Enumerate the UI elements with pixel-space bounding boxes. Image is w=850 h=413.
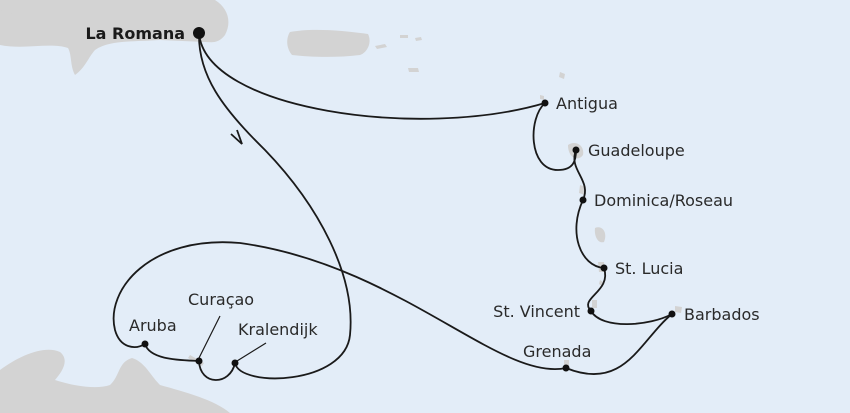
port-label-st-vincent: St. Vincent (493, 302, 580, 321)
port-label-antigua: Antigua (556, 94, 618, 113)
route-curacao-kralendijk (198, 360, 236, 381)
port-marker-antigua (541, 99, 549, 107)
route-st-vincent-barbados (590, 310, 673, 326)
route-aruba-curacao (144, 343, 200, 362)
route-kralendijk-la-romana (198, 32, 352, 380)
port-label-st-lucia: St. Lucia (615, 259, 683, 278)
leader-kralendijk (236, 342, 267, 362)
port-labels: La Romana Antigua Guadeloupe Dominica/Ro… (85, 24, 759, 361)
direction-arrow-icon (230, 129, 243, 145)
land (0, 0, 682, 413)
port-marker-dominica (579, 196, 587, 204)
port-label-la-romana: La Romana (85, 24, 185, 43)
land-venezuela (0, 349, 230, 413)
route-st-lucia-st-vincent (587, 267, 607, 312)
land-virgin-islands (375, 35, 422, 72)
port-marker-st-lucia (600, 264, 608, 272)
port-marker-guadeloupe (572, 146, 580, 154)
route (112, 32, 673, 381)
route-antigua-guadeloupe (532, 102, 577, 171)
port-label-guadeloupe: Guadeloupe (588, 141, 685, 160)
port-marker-grenada (562, 364, 570, 372)
route-grenada-aruba (112, 241, 567, 371)
leader-curacao (198, 315, 221, 359)
port-marker-barbados (668, 310, 676, 318)
port-label-grenada: Grenada (523, 342, 591, 361)
route-dominica-st-lucia (575, 199, 605, 269)
port-marker-curacao (195, 357, 203, 365)
land-puerto-rico (287, 29, 370, 57)
route-barbados-grenada (565, 313, 673, 375)
land-lesser-antilles (540, 72, 682, 366)
port-label-kralendijk: Kralendijk (238, 320, 318, 339)
route-guadeloupe-dominica (573, 149, 586, 201)
port-label-curacao: Curaçao (188, 290, 254, 309)
port-markers (141, 27, 676, 372)
land-hispaniola (0, 0, 229, 75)
port-marker-la-romana (193, 27, 205, 39)
port-marker-aruba (141, 340, 149, 348)
port-marker-kralendijk (231, 359, 239, 367)
port-marker-st-vincent (587, 307, 595, 315)
port-label-dominica: Dominica/Roseau (594, 191, 733, 210)
route-la-romana-antigua (198, 32, 546, 120)
land-hispaniola-west (0, 10, 16, 23)
port-label-barbados: Barbados (684, 305, 760, 324)
port-label-aruba: Aruba (129, 316, 177, 335)
